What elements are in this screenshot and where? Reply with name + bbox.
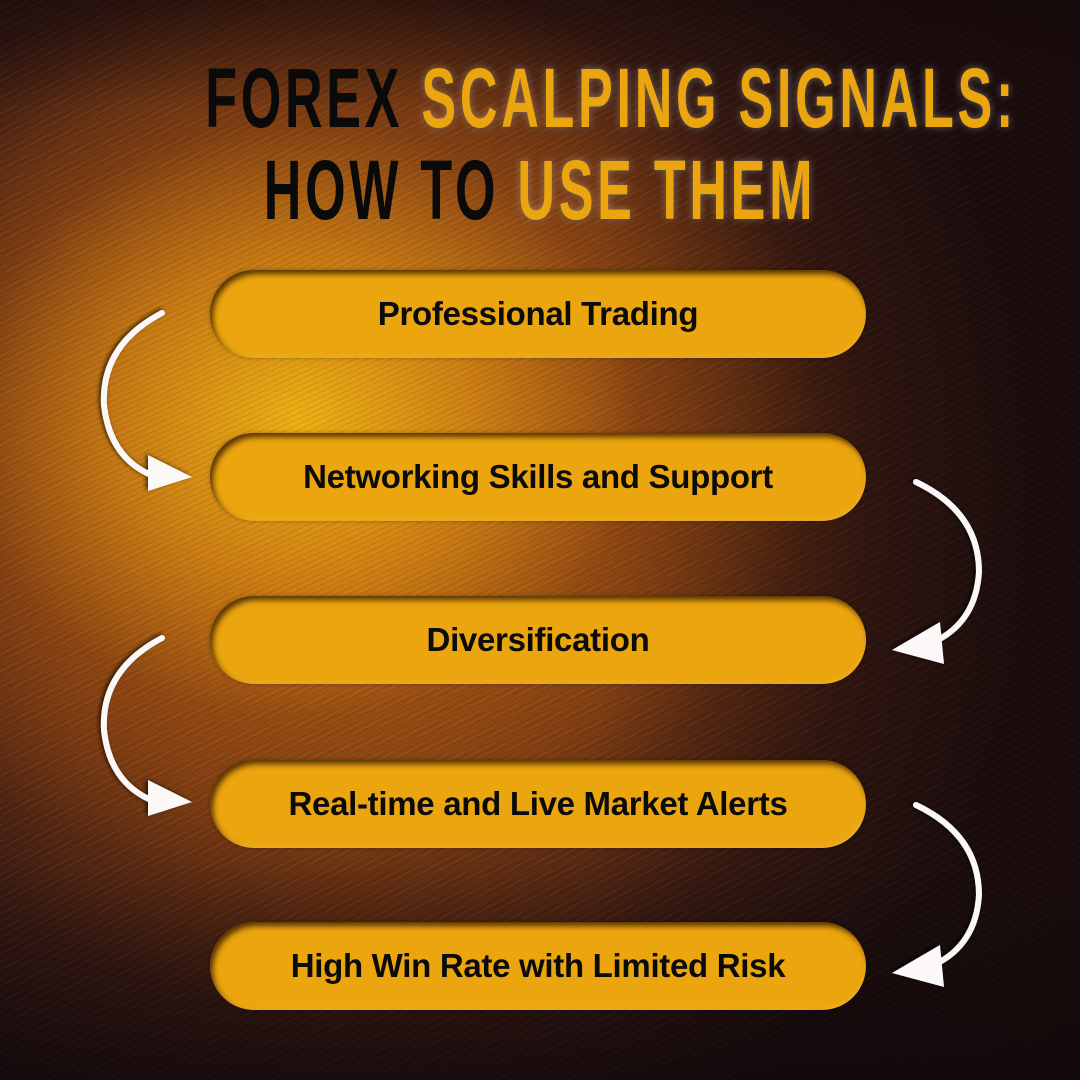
curved-arrow-icon (96, 305, 206, 495)
title-line-2: HOW TO USE THEM (205, 144, 875, 236)
title-word-how-to: HOW TO (263, 143, 500, 237)
step-label: Networking Skills and Support (303, 458, 773, 495)
title-highlight-use-them: USE THEM (517, 143, 817, 237)
title-word-forex: FOREX (205, 51, 404, 145)
curved-arrow-icon (96, 630, 206, 820)
step-pill-3: Diversification (210, 596, 866, 684)
step-pill-1: Professional Trading (210, 270, 866, 358)
step-label: High Win Rate with Limited Risk (290, 947, 786, 984)
page-title: FOREX SCALPING SIGNALS: HOW TO USE THEM (205, 51, 1013, 236)
step-label: Diversification (426, 621, 650, 658)
step-label: Real-time and Live Market Alerts (288, 785, 788, 822)
title-line-1: FOREX SCALPING SIGNALS: (205, 51, 1013, 145)
curved-arrow-icon (884, 472, 994, 672)
step-pill-5: High Win Rate with Limited Risk (210, 922, 866, 1010)
step-pill-4: Real-time and Live Market Alerts (210, 760, 866, 848)
title-highlight-scalping-signals: SCALPING SIGNALS: (421, 51, 1018, 145)
curved-arrow-icon (884, 795, 994, 995)
step-label: Professional Trading (377, 295, 699, 332)
step-pill-2: Networking Skills and Support (210, 433, 866, 521)
